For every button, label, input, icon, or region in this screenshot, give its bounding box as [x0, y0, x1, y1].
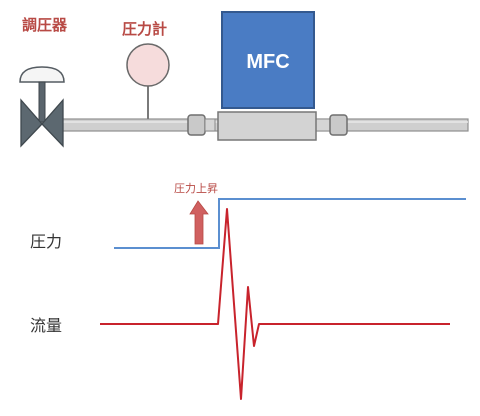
pressure-label: 圧力: [30, 232, 63, 251]
regulator-label: 調圧器: [22, 16, 68, 34]
left-fitting: [187, 114, 216, 136]
arrow-up-icon: [189, 200, 209, 245]
mfc-body: [221, 11, 315, 109]
flow-line: [100, 208, 450, 400]
pressure-line: [114, 198, 466, 249]
pressure-gauge-icon: [126, 43, 170, 119]
pressure-regulator-valve-icon: [19, 66, 65, 148]
pressure-rise-label: 圧力上昇: [174, 182, 218, 195]
gauge-label: 圧力計: [122, 20, 168, 38]
right-fitting: [315, 114, 348, 136]
mfc-base: [217, 111, 317, 141]
flow-label: 流量: [30, 316, 63, 335]
mfc-label: MFC: [246, 51, 290, 73]
